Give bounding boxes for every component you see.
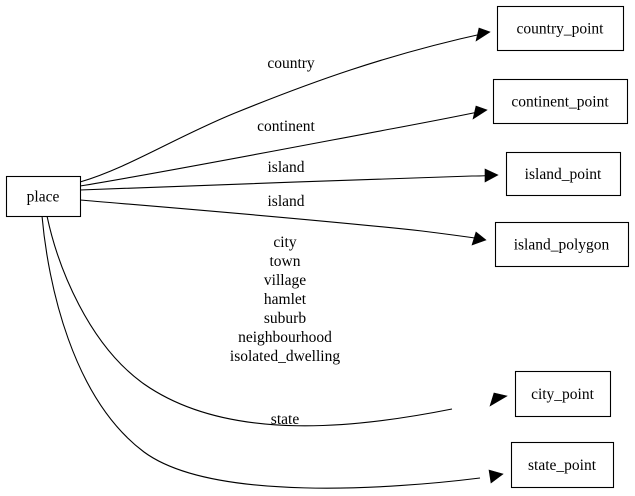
edge-label-line: neighbourhood — [238, 329, 332, 346]
node-box[interactable] — [494, 221, 630, 268]
edge-label-line: city — [273, 234, 296, 251]
edge-label-line: country — [267, 55, 315, 72]
arrowhead-icon — [471, 231, 487, 246]
edges-layer — [41, 27, 508, 489]
edge-label-line: suburb — [264, 310, 306, 327]
edge-label-line: island — [267, 159, 304, 176]
arrowhead-icon — [489, 392, 508, 407]
edge-line — [79, 199, 483, 240]
edge-label-country_point: country — [267, 55, 315, 72]
arrowhead-icon — [475, 27, 491, 42]
edge-label-island_point: island — [267, 159, 304, 176]
edge-place-to-island_polygon — [79, 199, 487, 246]
node-island_polygon[interactable]: island_polygon — [494, 221, 630, 268]
node-label-island_polygon: island_polygon — [514, 237, 610, 254]
edge-labels-layer: country continent island island city town vill… — [230, 55, 340, 428]
edge-label-line: state — [271, 411, 300, 428]
node-label-city_point: city_point — [531, 386, 595, 403]
node-island_point[interactable]: island_point — [505, 151, 622, 197]
node-label-state_point: state_point — [528, 457, 597, 474]
edge-line — [79, 110, 484, 187]
node-box[interactable] — [514, 370, 612, 418]
edge-label-city_point: city town village hamlet suburb neighbourhood… — [230, 234, 340, 365]
nodes-layer: place country_point continent_point island_… — [5, 5, 630, 489]
arrowhead-icon — [484, 168, 499, 183]
node-state_point[interactable]: state_point — [510, 441, 615, 489]
edge-label-line: town — [270, 253, 301, 270]
node-country_point[interactable]: country_point — [496, 5, 625, 52]
edge-label-continent_point: continent — [257, 118, 315, 135]
node-label-island_point: island_point — [525, 166, 602, 183]
node-box[interactable] — [496, 5, 625, 52]
node-box[interactable] — [505, 151, 622, 197]
edge-label-state_point: state — [271, 411, 300, 428]
edge-line — [46, 215, 453, 427]
edge-label-line: island — [267, 193, 304, 210]
arrowhead-icon — [472, 105, 488, 120]
arrowhead-icon — [488, 469, 504, 484]
edge-place-to-island_point — [79, 168, 499, 191]
edge-line — [79, 174, 495, 191]
edge-place-to-continent_point — [79, 105, 488, 187]
node-city_point[interactable]: city_point — [514, 370, 612, 418]
node-label-place: place — [27, 189, 60, 206]
node-place[interactable]: place — [5, 175, 82, 218]
edge-line — [41, 215, 481, 489]
node-continent_point[interactable]: continent_point — [492, 78, 629, 125]
edge-label-line: isolated_dwelling — [230, 348, 340, 365]
node-box[interactable] — [5, 175, 82, 218]
node-box[interactable] — [492, 78, 629, 125]
edge-label-island_polygon: island — [267, 193, 304, 210]
edge-label-line: continent — [257, 118, 315, 135]
edge-label-line: hamlet — [264, 291, 307, 308]
edge-place-to-country_point — [79, 27, 491, 183]
node-label-country_point: country_point — [517, 21, 605, 38]
node-box[interactable] — [510, 441, 615, 489]
edge-line — [79, 32, 487, 183]
edge-label-line: village — [264, 272, 306, 289]
edge-place-to-city_point — [46, 215, 508, 427]
node-label-continent_point: continent_point — [511, 94, 609, 111]
edge-place-to-state_point — [41, 215, 504, 489]
